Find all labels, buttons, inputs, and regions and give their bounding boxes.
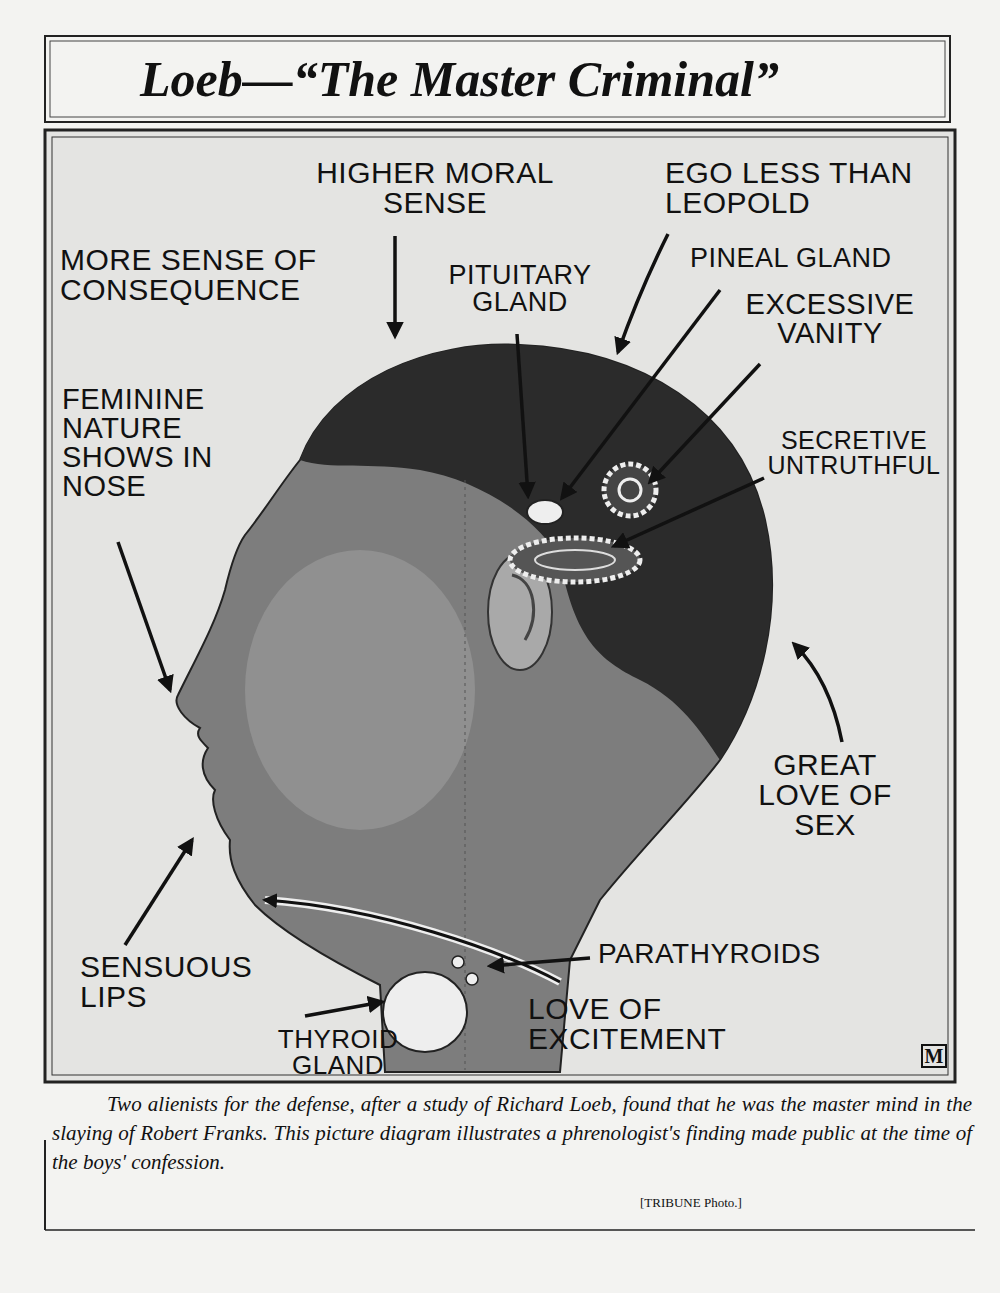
callout-label: EGO LESS THAN LEOPOLD <box>665 158 945 218</box>
callout-label: MORE SENSE OF CONSEQUENCE <box>60 245 350 305</box>
callout-label: FEMININE NATURE SHOWS IN NOSE <box>62 385 252 501</box>
leader-arrow <box>517 334 528 496</box>
leader-arrows <box>118 234 842 1016</box>
brain-gland-inner <box>535 550 615 570</box>
leader-arrow <box>393 236 397 336</box>
rule <box>44 1140 46 1230</box>
leader-arrow <box>650 364 760 482</box>
photo-crease <box>465 480 466 1070</box>
leader-arrow <box>618 234 668 352</box>
callout-label: PITUITARY GLAND <box>425 262 615 316</box>
title: Loeb—“The Master Criminal” <box>140 54 779 104</box>
callout-label: LOVE OF EXCITEMENT <box>528 994 758 1054</box>
pituitary-gland <box>527 500 563 524</box>
leader-arrow <box>305 1002 382 1016</box>
ear-fold <box>512 575 534 640</box>
title-frame <box>45 36 950 122</box>
rule <box>45 1229 975 1231</box>
leader-arrow <box>794 644 842 742</box>
callout-label: THYROID GLAND <box>258 1026 418 1078</box>
callout-label: PINEAL GLAND <box>690 245 930 272</box>
callout-label: SECRETIVE UNTRUTHFUL <box>758 428 950 478</box>
leader-halo <box>265 900 560 982</box>
callout-label: HIGHER MORAL SENSE <box>300 158 570 218</box>
artist-mark: M <box>921 1044 947 1068</box>
callout-label: SENSUOUS LIPS <box>80 952 290 1012</box>
face-shading <box>245 550 475 830</box>
leader-arrow <box>265 900 560 982</box>
leader-arrow <box>118 542 170 690</box>
hair <box>300 345 772 760</box>
callout-label: EXCESSIVE VANITY <box>725 290 935 348</box>
caption: Two alienists for the defense, after a s… <box>52 1090 972 1177</box>
callout-label: PARATHYROIDS <box>598 940 878 968</box>
leader-arrow <box>562 290 720 498</box>
picture-frame <box>45 130 955 1082</box>
leader-arrow <box>125 840 192 945</box>
parathyroid <box>466 973 478 985</box>
photo-credit: [TRIBUNE Photo.] <box>640 1196 840 1209</box>
leader-arrow <box>490 958 590 966</box>
picture-frame-inner <box>52 137 948 1075</box>
leader-arrow <box>614 478 764 546</box>
callout-label: GREAT LOVE OF SEX <box>735 750 915 840</box>
title-frame-inner <box>50 41 945 117</box>
pineal-gland <box>604 464 656 516</box>
parathyroid <box>452 956 464 968</box>
pineal-core <box>619 479 641 501</box>
